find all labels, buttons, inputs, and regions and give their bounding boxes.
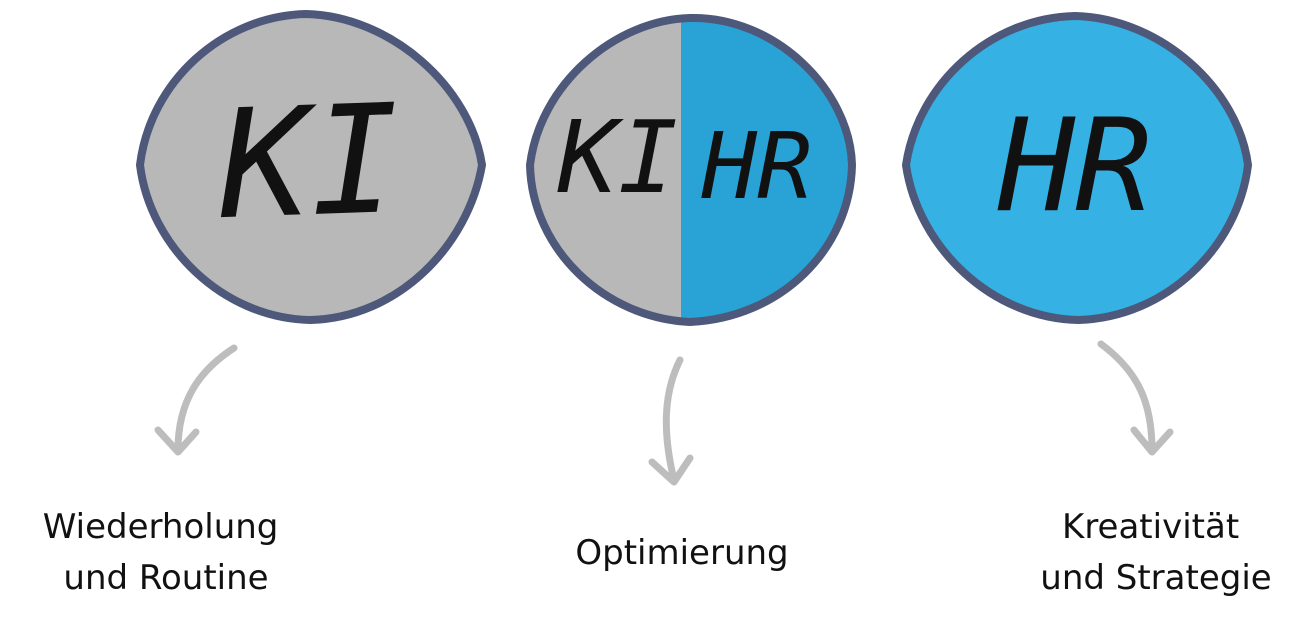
circle-ki: KI <box>136 10 486 324</box>
caption-right-line-2: und Strategie <box>1040 558 1271 598</box>
caption-right-line-1: Kreativität <box>1062 507 1239 547</box>
circle-ki-hr-right-label: HR <box>701 113 813 220</box>
circle-ki-shape <box>136 10 486 324</box>
caption-middle-line-1: Optimierung <box>575 533 788 573</box>
circle-hr-shape <box>902 12 1252 324</box>
circle-ki-hr: KI HR <box>526 13 856 326</box>
circle-ki-hr-left-label: KI <box>557 99 678 216</box>
curved-down-arrow-icon <box>154 344 238 456</box>
caption-left-line-2: und Routine <box>63 558 268 598</box>
curved-down-arrow-icon <box>648 356 694 486</box>
caption-middle: Optimierung <box>575 533 788 573</box>
caption-left-line-1: Wiederholung <box>43 507 279 547</box>
circle-hr-label: HR <box>997 92 1152 241</box>
circle-hr: HR <box>902 12 1252 324</box>
curved-down-arrow-icon <box>1097 340 1174 456</box>
circle-ki-hr-shape <box>526 13 856 326</box>
circle-ki-label: KI <box>216 73 404 253</box>
caption-left: Wiederholung und Routine <box>43 507 289 598</box>
caption-right: Kreativität und Strategie <box>1040 507 1271 598</box>
